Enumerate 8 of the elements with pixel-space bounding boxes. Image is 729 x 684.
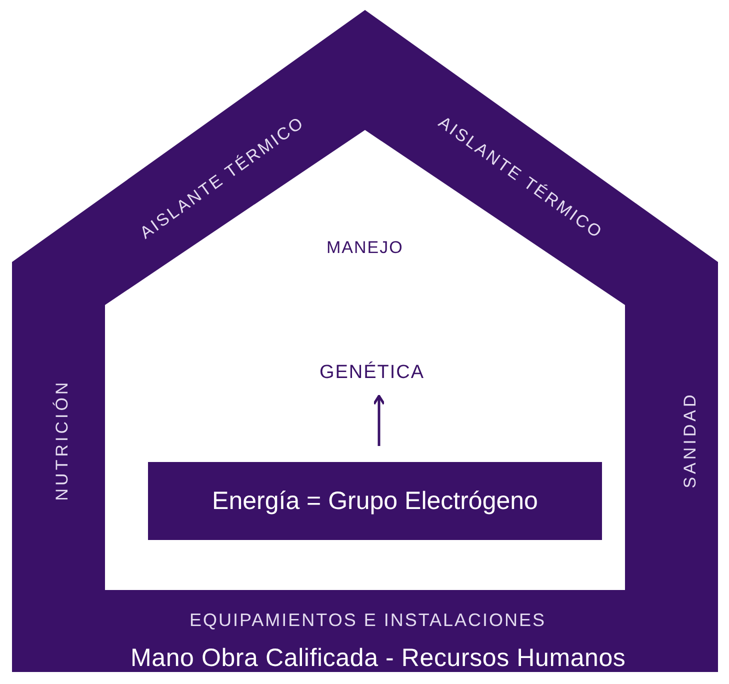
- process-box: Energía = Grupo Electrógeno: [148, 462, 602, 540]
- band-heading: Mano Obra Calificada - Recursos Humanos: [130, 644, 626, 672]
- node-label: GENÉTICA: [272, 355, 472, 391]
- band-label: NUTRICIÓN: [52, 379, 72, 501]
- band-label: SANIDAD: [680, 392, 700, 488]
- area-label: MANEJO: [326, 238, 404, 258]
- arrow: [372, 394, 386, 446]
- band-label: EQUIPAMIENTOS E INSTALACIONES: [190, 610, 546, 630]
